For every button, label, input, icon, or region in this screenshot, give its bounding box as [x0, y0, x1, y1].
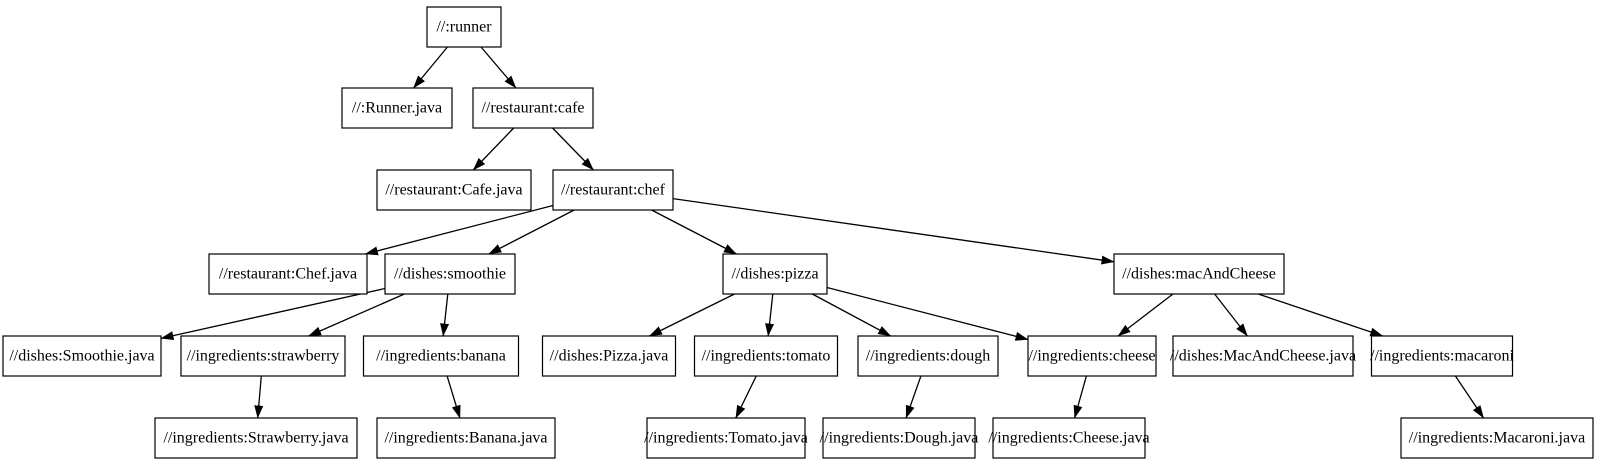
node-box-dough	[857, 335, 999, 377]
edge-chef-to-chef-java	[364, 204, 554, 256]
graph-node-cheese: //ingredients:cheese	[1027, 335, 1157, 377]
node-label-macandcheese-java: //dishes:MacAndCheese.java	[1170, 348, 1356, 365]
node-label-cheese-java: //ingredients:Cheese.java	[988, 430, 1149, 447]
edge-pizza-to-tomato	[765, 293, 775, 337]
edge-tomato-to-tomato-java	[735, 375, 757, 419]
node-label-strawberry-java: //ingredients:Strawberry.java	[163, 430, 348, 447]
edge-chef-to-smoothie	[488, 209, 575, 255]
node-label-cafe-java: //restaurant:Cafe.java	[385, 182, 522, 199]
node-box-runner-java	[341, 87, 453, 129]
node-box-chef	[552, 169, 674, 211]
node-box-macaroni-java	[1400, 417, 1594, 459]
node-label-banana-java: //ingredients:Banana.java	[384, 430, 547, 447]
nodes-layer: //:runner //:Runner.java //restaurant:cafe…	[2, 6, 1594, 459]
node-label-tomato: //ingredients:tomato	[702, 348, 831, 365]
node-box-banana	[362, 335, 520, 377]
node-label-tomato-java: //ingredients:Tomato.java	[644, 430, 808, 447]
node-label-smoothie-java: //dishes:Smoothie.java	[9, 348, 154, 365]
node-label-dough: //ingredients:dough	[866, 348, 990, 365]
edge-chef-to-macandcheese	[672, 197, 1115, 265]
edge-macandcheese-to-macandcheese-java	[1214, 293, 1248, 337]
edge-pizza-to-cheese	[826, 286, 1029, 341]
edge-cheese-to-cheese-java	[1073, 375, 1088, 419]
edge-smoothie-to-strawberry	[308, 293, 405, 337]
graph-node-banana-java: //ingredients:Banana.java	[376, 417, 556, 459]
edge-strawberry-to-strawberry-java	[254, 375, 264, 419]
node-box-smoothie	[384, 253, 516, 295]
graph-node-tomato: //ingredients:tomato	[693, 335, 839, 377]
edge-chef-to-pizza	[651, 209, 737, 255]
node-label-cheese: //ingredients:cheese	[1028, 348, 1155, 365]
node-box-tomato-java	[646, 417, 806, 459]
graph-node-pizza: //dishes:pizza	[722, 253, 828, 295]
edge-smoothie-to-banana	[440, 293, 450, 337]
graph-node-strawberry-java: //ingredients:Strawberry.java	[154, 417, 358, 459]
graph-node-tomato-java: //ingredients:Tomato.java	[644, 417, 808, 459]
graph-node-cafe: //restaurant:cafe	[472, 87, 594, 129]
graph-node-macandcheese-java: //dishes:MacAndCheese.java	[1170, 335, 1356, 377]
graph-node-dough: //ingredients:dough	[857, 335, 999, 377]
node-label-banana: //ingredients:banana	[376, 348, 506, 365]
node-box-cheese-java	[992, 417, 1146, 459]
edge-macaroni-to-macaroni-java	[1454, 375, 1485, 419]
node-box-smoothie-java	[2, 335, 162, 377]
node-box-macaroni	[1370, 335, 1514, 377]
graph-node-runner-java: //:Runner.java	[341, 87, 453, 129]
node-label-chef: //restaurant:chef	[561, 182, 666, 199]
node-box-strawberry-java	[154, 417, 358, 459]
graph-node-macandcheese: //dishes:macAndCheese	[1113, 253, 1285, 295]
edge-pizza-to-pizza-java	[649, 293, 735, 337]
node-box-dough-java	[822, 417, 976, 459]
node-box-cafe	[472, 87, 594, 129]
node-label-chef-java: //restaurant:Chef.java	[219, 266, 357, 283]
node-box-pizza-java	[541, 335, 677, 377]
edge-pizza-to-dough	[812, 293, 892, 337]
edge-runner-to-runner-java	[413, 46, 448, 89]
graph-node-pizza-java: //dishes:Pizza.java	[541, 335, 677, 377]
node-box-macandcheese	[1113, 253, 1285, 295]
graph-node-banana: //ingredients:banana	[362, 335, 520, 377]
node-box-pizza	[722, 253, 828, 295]
graph-node-smoothie: //dishes:smoothie	[384, 253, 516, 295]
node-label-pizza: //dishes:pizza	[731, 266, 818, 283]
node-box-macandcheese-java	[1172, 335, 1354, 377]
node-box-banana-java	[376, 417, 556, 459]
graph-node-macaroni: //ingredients:macaroni	[1370, 335, 1515, 377]
node-box-runner	[426, 6, 502, 48]
node-label-pizza-java: //dishes:Pizza.java	[550, 348, 669, 365]
edge-dough-to-dough-java	[905, 375, 922, 419]
graph-node-strawberry: //ingredients:strawberry	[180, 335, 346, 377]
node-label-runner: //:runner	[436, 19, 492, 36]
edge-macandcheese-to-macaroni	[1258, 293, 1384, 337]
node-label-macandcheese: //dishes:macAndCheese	[1122, 266, 1276, 283]
edge-cafe-to-cafe-java	[472, 127, 515, 171]
graph-node-dough-java: //ingredients:Dough.java	[820, 417, 979, 459]
node-label-strawberry: //ingredients:strawberry	[187, 348, 340, 365]
graph-node-chef-java: //restaurant:Chef.java	[208, 253, 368, 295]
node-box-chef-java	[208, 253, 368, 295]
edge-cafe-to-chef	[552, 127, 594, 171]
node-box-tomato	[693, 335, 839, 377]
node-label-cafe: //restaurant:cafe	[481, 100, 584, 117]
graph-node-runner: //:runner	[426, 6, 502, 48]
node-label-macaroni: //ingredients:macaroni	[1370, 348, 1515, 365]
graph-node-cafe-java: //restaurant:Cafe.java	[376, 169, 532, 211]
node-label-smoothie: //dishes:smoothie	[394, 266, 506, 283]
edge-banana-to-banana-java	[446, 375, 461, 419]
edge-macandcheese-to-cheese	[1117, 293, 1174, 337]
edges-layer	[160, 46, 1485, 419]
node-label-dough-java: //ingredients:Dough.java	[820, 430, 979, 447]
node-label-runner-java: //:Runner.java	[352, 100, 442, 117]
graph-node-chef: //restaurant:chef	[552, 169, 674, 211]
node-box-strawberry	[180, 335, 346, 377]
node-label-macaroni-java: //ingredients:Macaroni.java	[1409, 430, 1585, 447]
graph-node-smoothie-java: //dishes:Smoothie.java	[2, 335, 162, 377]
node-box-cheese	[1027, 335, 1157, 377]
edge-smoothie-to-smoothie-java	[160, 287, 386, 341]
graph-node-cheese-java: //ingredients:Cheese.java	[988, 417, 1150, 459]
node-box-cafe-java	[376, 169, 532, 211]
edge-runner-to-cafe	[480, 46, 517, 89]
graph-node-macaroni-java: //ingredients:Macaroni.java	[1400, 417, 1594, 459]
